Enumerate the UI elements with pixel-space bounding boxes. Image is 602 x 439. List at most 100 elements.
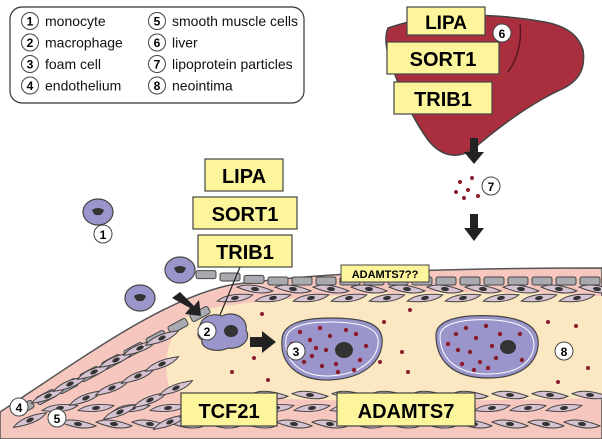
endothelial-cell <box>507 276 529 286</box>
smooth-muscle-cell <box>406 293 444 303</box>
smooth-muscle-cell <box>425 284 465 294</box>
legend-item-number: 1 <box>27 15 34 29</box>
arrow-liver-down <box>464 138 484 164</box>
marker-lipoprotein: 7 <box>481 176 501 196</box>
smooth-muscle-cell <box>472 403 512 413</box>
endothelium-gene-adamts7: ADAMTS7?? <box>352 269 419 281</box>
lipid-droplet <box>483 323 489 329</box>
liver-gene-box-sort1: SORT1 <box>386 41 500 75</box>
legend-item-number: 5 <box>154 15 161 29</box>
lipid-droplet <box>477 359 483 365</box>
legend-item-label: macrophage <box>45 35 123 51</box>
smooth-muscle-cell <box>254 293 292 303</box>
lipid-droplet <box>260 312 264 316</box>
legend-item-label: smooth muscle cells <box>172 13 298 29</box>
endothelium-gene-box: ADAMTS7?? <box>340 264 430 283</box>
endothelial-cell <box>315 276 337 286</box>
legend-item: 1 monocyte <box>21 12 106 30</box>
lipid-droplet <box>489 343 495 349</box>
smooth-muscle-cell <box>501 284 541 294</box>
lipid-droplet <box>323 347 329 353</box>
lipid-droplet <box>556 380 560 384</box>
lipid-droplet <box>455 347 461 353</box>
endothelial-cell <box>459 276 481 286</box>
smooth-muscle-cell <box>30 388 66 404</box>
liver-lobe-line <box>507 23 522 73</box>
lipoprotein-particle <box>458 180 462 184</box>
endothelial-cell <box>195 270 217 280</box>
svg-text:8: 8 <box>561 345 568 359</box>
lipid-droplet <box>327 333 333 339</box>
smooth-muscle-cell <box>144 356 180 372</box>
smooth-muscle-cell <box>290 390 330 400</box>
svg-text:1: 1 <box>100 228 107 242</box>
legend-item-number: 6 <box>154 36 161 50</box>
liver-gene-sort1: SORT1 <box>410 49 477 71</box>
lipid-droplet <box>485 365 491 371</box>
svg-text:7: 7 <box>488 180 495 194</box>
endothelial-cell <box>243 274 265 284</box>
smooth-muscle-cell <box>463 284 503 294</box>
lipoprotein-particle <box>476 194 480 198</box>
marker-monocyte: 1 <box>93 224 113 244</box>
legend-item-number: 3 <box>27 58 34 72</box>
smooth-muscle-cell <box>144 330 180 346</box>
lipid-droplet <box>357 357 363 363</box>
smc-gene-box-adamts7: ADAMTS7 <box>336 392 476 427</box>
lipid-droplet <box>400 350 404 354</box>
neointima-lipid-dots <box>230 308 590 384</box>
smooth-muscle-cell <box>330 293 368 303</box>
smooth-muscle-cell <box>292 293 330 303</box>
lipid-droplet <box>319 363 325 369</box>
lipid-droplet <box>408 308 412 312</box>
lipid-droplet <box>382 320 386 324</box>
smooth-muscle-cell <box>508 403 548 413</box>
lipid-droplet <box>467 349 473 355</box>
arrow-lipoprotein-down <box>464 214 484 241</box>
macrophage-gene-box-trib1: TRIB1 <box>197 234 293 268</box>
lipid-droplet <box>363 343 369 349</box>
lipid-droplet <box>519 357 525 363</box>
smooth-muscle-cell <box>273 284 313 294</box>
lipid-droplet <box>586 366 590 370</box>
arrow-monocyte-to-macrophage <box>172 292 201 316</box>
marker-smooth-muscle: 5 <box>47 408 67 428</box>
marker-neointima: 8 <box>554 341 574 361</box>
liver-gene-box-trib1: TRIB1 <box>393 81 493 115</box>
endothelial-cell <box>167 317 189 335</box>
lipid-droplet <box>471 367 477 373</box>
macrophage-gene-pointer <box>219 266 241 316</box>
lipid-droplet <box>333 361 339 367</box>
endothelial-cell <box>435 276 457 286</box>
lipoprotein-particle <box>470 176 474 180</box>
smooth-muscle-cell <box>530 390 570 400</box>
smooth-muscle-cell <box>368 293 406 303</box>
legend-item-label: monocyte <box>45 13 106 29</box>
legend-item-number: 4 <box>27 79 34 93</box>
lipid-droplet <box>493 355 499 361</box>
endothelial-cell <box>531 276 553 286</box>
lipoprotein-particle <box>462 196 466 200</box>
smooth-muscle-cell <box>526 419 566 429</box>
lipid-droplet <box>313 345 319 351</box>
smooth-muscle-cell <box>274 419 314 429</box>
smooth-muscle-cell <box>76 403 116 413</box>
liver-gene-trib1: TRIB1 <box>414 89 472 111</box>
smooth-muscle-cell <box>520 293 558 303</box>
svg-text:5: 5 <box>54 412 61 426</box>
smooth-muscle-cell <box>539 284 579 294</box>
liver-gene-box-lipa: LIPA <box>406 6 486 36</box>
macrophage-gene-box-lipa: LIPA <box>204 158 284 192</box>
smooth-muscle-cell <box>158 380 194 396</box>
lipid-droplet <box>266 378 270 382</box>
lipid-droplet <box>517 331 523 337</box>
smc-gene-tcf21: TCF21 <box>198 401 259 423</box>
smooth-muscle-cell <box>558 293 596 303</box>
